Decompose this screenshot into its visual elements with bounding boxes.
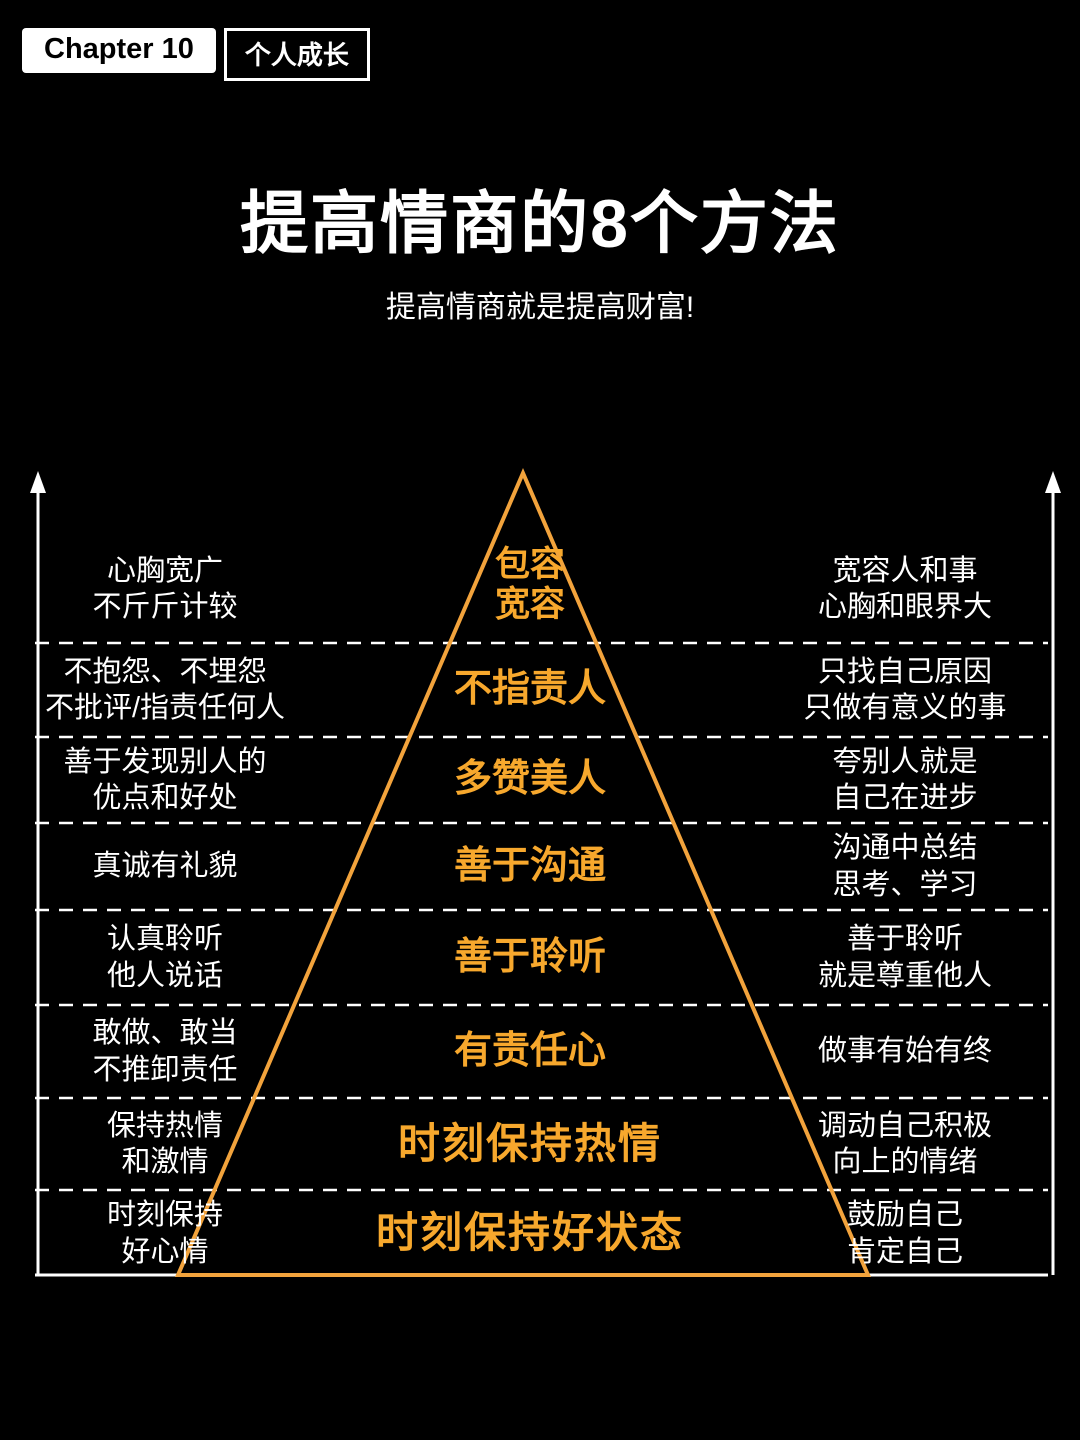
level-4-label: 善于沟通 — [453, 844, 606, 887]
level-1-right-text: 宽容人和事 心胸和眼界大 — [817, 554, 992, 623]
level-1-left-text: 心胸宽广 不斤斤计较 — [92, 554, 238, 623]
level-8-left-text: 时刻保持 好心情 — [106, 1199, 223, 1268]
level-row-1: 心胸宽广 不斤斤计较 包容 宽容 宽容人和事 心胸和眼界大 — [0, 465, 1080, 643]
pyramid-levels: 心胸宽广 不斤斤计较 包容 宽容 宽容人和事 心胸和眼界大 不抱怨、不埋怨 不批… — [0, 465, 1080, 1277]
level-4-left-text: 真诚有礼貌 — [92, 850, 238, 883]
level-8-label: 时刻保持好状态 — [375, 1209, 684, 1257]
level-row-6: 敢做、敢当 不推卸责任 有责任心 做事有始有终 — [0, 1005, 1080, 1098]
level-4-right-text: 沟通中总结 思考、学习 — [832, 832, 978, 901]
level-6-right-text: 做事有始有终 — [817, 1035, 992, 1068]
level-2-label: 不指责人 — [453, 668, 606, 711]
level-1-label: 包容 宽容 — [494, 544, 565, 624]
level-row-5: 认真聆听 他人说话 善于聆听 善于聆听 就是尊重他人 — [0, 910, 1080, 1005]
level-row-3: 善于发现别人的 优点和好处 多赞美人 夸别人就是 自己在进步 — [0, 737, 1080, 823]
category-badge: 个人成长 — [223, 28, 370, 81]
left-axis-arrow-icon — [30, 471, 46, 1275]
chapter-badge: Chapter 10 — [22, 28, 216, 73]
level-row-7: 保持热情 和激情 时刻保持热情 调动自己积极 向上的情绪 — [0, 1098, 1080, 1190]
level-3-label: 多赞美人 — [453, 758, 606, 801]
level-7-label: 时刻保持热情 — [397, 1119, 662, 1167]
level-6-left-text: 敢做、敢当 不推卸责任 — [92, 1017, 238, 1086]
page-subtitle: 提高情商就是提高财富! — [385, 291, 695, 324]
level-row-2: 不抱怨、不埋怨 不批评/指责任何人 不指责人 只找自己原因 只做有意义的事 — [0, 643, 1080, 737]
level-5-left-text: 认真聆听 他人说话 — [106, 923, 223, 992]
level-8-right-text: 鼓励自己 肯定自己 — [846, 1199, 963, 1268]
right-axis-arrow-icon — [1045, 471, 1061, 1275]
level-5-label: 善于聆听 — [453, 935, 606, 978]
level-3-left-text: 善于发现别人的 优点和好处 — [63, 745, 267, 814]
separator-lines — [35, 641, 1048, 1192]
header: Chapter 10 个人成长 — [22, 20, 370, 81]
level-2-right-text: 只找自己原因 只做有意义的事 — [803, 655, 1007, 724]
pyramid-diagram: 心胸宽广 不斤斤计较 包容 宽容 宽容人和事 心胸和眼界大 不抱怨、不埋怨 不批… — [0, 465, 1080, 1277]
pyramid-graphics — [30, 467, 1061, 1277]
level-7-left-text: 保持热情 和激情 — [106, 1109, 223, 1178]
level-6-label: 有责任心 — [453, 1029, 606, 1072]
level-row-8: 时刻保持 好心情 时刻保持好状态 鼓励自己 肯定自己 — [0, 1190, 1080, 1277]
pyramid-outline — [174, 467, 872, 1277]
level-3-right-text: 夸别人就是 自己在进步 — [832, 745, 978, 814]
page-title: 提高情商的8个方法 — [240, 186, 840, 262]
level-2-left-text: 不抱怨、不埋怨 不批评/指责任何人 — [44, 655, 286, 724]
level-7-right-text: 调动自己积极 向上的情绪 — [817, 1109, 992, 1178]
level-5-right-text: 善于聆听 就是尊重他人 — [817, 923, 992, 992]
level-row-4: 真诚有礼貌 善于沟通 沟通中总结 思考、学习 — [0, 823, 1080, 910]
